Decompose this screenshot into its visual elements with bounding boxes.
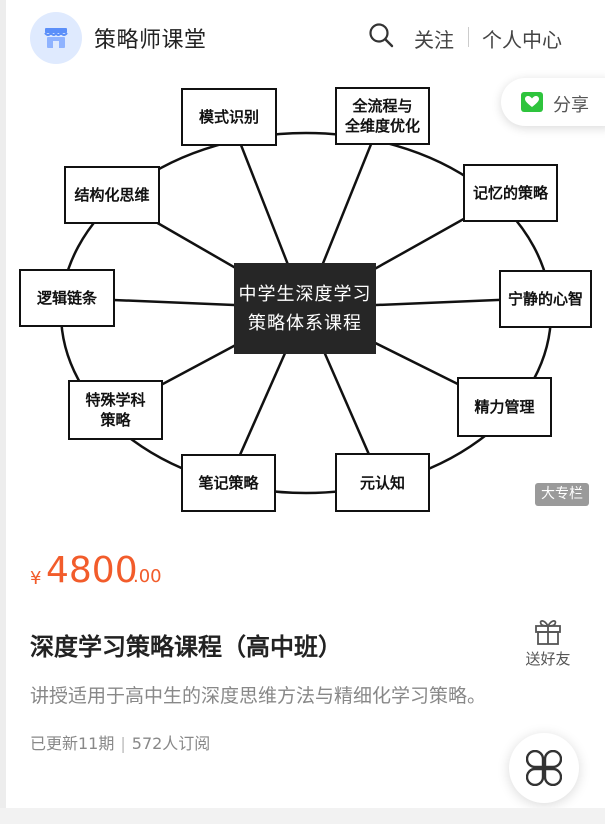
- search-button[interactable]: [368, 22, 394, 48]
- course-title: 深度学习策略课程（高中班）: [30, 633, 342, 661]
- share-label: 分享: [553, 95, 589, 116]
- header-divider: [468, 27, 469, 47]
- diagram-node-notes: 笔记策略: [181, 454, 276, 512]
- share-icon: [521, 92, 543, 112]
- left-edge-bar: [0, 0, 6, 824]
- diagram-node-special: 特殊学科 策略: [68, 380, 163, 440]
- apps-icon: [526, 750, 562, 786]
- follow-button[interactable]: 关注: [414, 28, 454, 52]
- diagram-node-structure: 结构化思维: [64, 166, 160, 224]
- diagram-node-memory: 记忆的策略: [463, 164, 558, 222]
- meta-separator: |: [120, 734, 126, 753]
- shop-name[interactable]: 策略师课堂: [94, 28, 207, 53]
- diagram-node-energy: 精力管理: [457, 377, 552, 437]
- course-meta: 已更新11期 | 572人订阅: [30, 730, 210, 754]
- floating-menu-button[interactable]: [509, 733, 579, 803]
- gift-to-friend-button[interactable]: 送好友: [520, 612, 576, 670]
- subscriber-count: 572人订阅: [131, 734, 211, 753]
- price-integer: 4800: [46, 550, 138, 591]
- diagram-node-meta: 元认知: [335, 453, 430, 512]
- diagram-node-fullprocess: 全流程与 全维度优化: [335, 87, 430, 145]
- diagram-center-node: 中学生深度学习 策略体系课程: [234, 263, 376, 354]
- shop-header: 策略师课堂 关注 个人中心: [6, 0, 605, 72]
- bottom-divider: [0, 808, 605, 824]
- shop-avatar[interactable]: [30, 12, 82, 64]
- diagram-node-calm: 宁静的心智: [499, 270, 592, 328]
- search-icon: [369, 23, 394, 48]
- price-currency: ¥: [30, 568, 42, 589]
- gift-label: 送好友: [525, 650, 571, 668]
- price-decimal: .00: [133, 566, 162, 587]
- update-count: 已更新11期: [30, 734, 115, 753]
- strategy-diagram: 中学生深度学习 策略体系课程 模式识别 全流程与 全维度优化 记忆的策略 宁静的…: [6, 74, 605, 518]
- diagram-node-pattern: 模式识别: [181, 88, 277, 146]
- profile-link[interactable]: 个人中心: [482, 28, 562, 52]
- course-description: 讲授适用于高中生的深度思维方法与精细化学习策略。: [30, 685, 487, 707]
- store-icon: [44, 28, 68, 48]
- diagram-node-logic: 逻辑链条: [19, 269, 115, 327]
- share-button[interactable]: 分享: [501, 78, 605, 126]
- gift-icon: [535, 619, 561, 645]
- column-badge: 大专栏: [535, 483, 589, 506]
